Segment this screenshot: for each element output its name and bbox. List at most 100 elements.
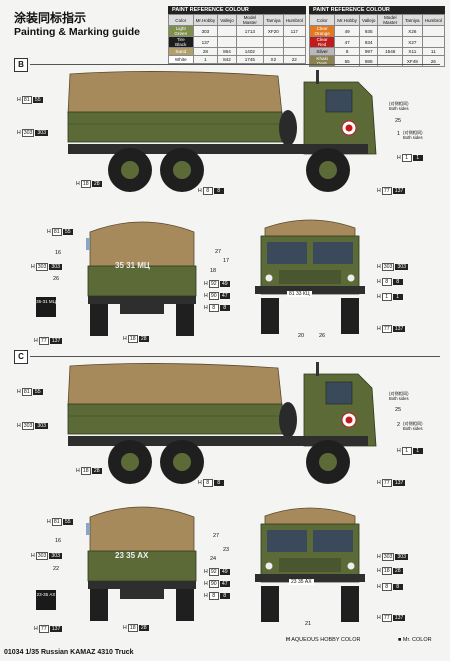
tag-dark: 137 (49, 626, 63, 632)
tag-code: 92 (208, 568, 219, 576)
col-mrhobby: Mr.Hobby (334, 14, 360, 26)
tag-code: 90 (208, 580, 219, 588)
tag-code: 18 (80, 180, 91, 188)
tag-code: 18 (381, 567, 392, 575)
vallejo-code (217, 36, 237, 48)
humbrol-code: 22 (282, 55, 307, 64)
decal-callout: 25 (395, 118, 402, 124)
tag-h: H (204, 593, 208, 599)
decal-callout: 17 (223, 258, 230, 264)
tag-h: H (377, 568, 381, 574)
tag-code: 1 (401, 447, 412, 455)
col-color: Color (168, 14, 194, 26)
color-name: Light Green (168, 25, 194, 37)
note-cn: (对侧相同) (403, 421, 423, 426)
tamiya-code: X26 (402, 25, 423, 37)
tag-h: H (377, 480, 381, 486)
decal-callout: 27 (215, 249, 222, 255)
tag-h: H (204, 569, 208, 575)
table-row: White 1 842 1745 X2 22 (168, 55, 307, 64)
rear-plate-c: 23 35 АХ (115, 551, 149, 560)
tag-h: H (377, 615, 381, 621)
tag-dark: 49 (219, 569, 230, 575)
section-c-divider (30, 356, 440, 357)
col-vallejo: Vallejo (358, 14, 379, 26)
tamiya-code: X27 (402, 36, 423, 48)
tag-code: 8 (202, 187, 213, 195)
tag-dark: 47 (219, 293, 230, 299)
tag-dark: 8 (213, 480, 224, 486)
tag-h: H (377, 326, 381, 332)
tag-dark: 137 (392, 480, 406, 486)
table-row: Clear Orange 49 935 X26 (308, 25, 446, 37)
tag-code: 77 (381, 187, 392, 195)
tag-h: H (123, 625, 127, 631)
tag-code: 1 (401, 154, 412, 162)
table-row: Sand 28 864 1402 (168, 47, 307, 56)
tag-h: H (47, 229, 51, 235)
humbrol-code: 11 (421, 47, 446, 56)
vallejo-code: 864 (217, 47, 237, 56)
note-en: Both sides (403, 426, 423, 431)
tag-h: H (377, 279, 381, 285)
note-cn: (对侧相同) (389, 101, 409, 106)
tag-dark: 137 (49, 338, 63, 344)
note-en: Both sides (389, 106, 409, 111)
tag-h: H (198, 188, 202, 194)
mm-code: 1745 (235, 55, 265, 64)
legend-h-label: H (286, 637, 290, 643)
tag-h: H (204, 305, 208, 311)
mrhobby-code: 137 (192, 36, 219, 48)
tag-dark: 303 (395, 264, 409, 270)
mrhobby-code: 28 (192, 47, 219, 56)
tag-dark: 28 (91, 468, 102, 474)
decal-callout: 2 (397, 422, 401, 428)
color-name: Tire Black (168, 36, 194, 48)
tag-code: 303 (35, 552, 49, 560)
paint-table-1: PAINT REFERENCE COLOUR Color Mr.Hobby Va… (168, 6, 307, 64)
decal-callout: 1 (397, 131, 401, 137)
tag-dark: 1 (412, 155, 423, 161)
note-en: Both sides (389, 396, 409, 401)
mrhobby-code: 8 (334, 47, 360, 56)
paint-table-2-grid: Color Mr.Hobby Vallejo Model Master Tami… (308, 14, 446, 67)
tag-dark: 8 (392, 584, 403, 590)
paint-table-1-header: PAINT REFERENCE COLOUR (168, 6, 306, 14)
color-name: Clear Red (308, 36, 336, 48)
footer-title: 01034 1/35 Russian KAMAZ 4310 Truck (4, 649, 134, 656)
col-mrhobby: Mr.Hobby (192, 14, 219, 26)
decal-callout: 16 (55, 250, 62, 256)
tag-h: H (204, 581, 208, 587)
tag-code: 77 (381, 614, 392, 622)
tag-dark: 303 (35, 423, 49, 429)
humbrol-code (282, 36, 307, 48)
tag-dark: 28 (91, 181, 102, 187)
mm-code: 1546 (377, 47, 404, 56)
both-sides-note-1: (对侧相同)Both sides (389, 101, 409, 111)
decal-callout: 20 (298, 333, 305, 339)
tag-dark: 55 (32, 389, 43, 395)
section-b-label: B (14, 58, 28, 72)
tag-dark: 137 (392, 188, 406, 194)
tag-code: 90 (208, 292, 219, 300)
truck-rear-view-c (86, 506, 197, 621)
humbrol-code (421, 25, 446, 37)
decal-callout: 25 (395, 407, 402, 413)
table-row: Clear Red 47 934 X27 (308, 36, 446, 48)
vallejo-code: 934 (358, 36, 379, 48)
color-name: Silver (308, 47, 336, 56)
legend-mrcolor: ■ Mr. COLOR (398, 637, 432, 643)
paint-table-2: PAINT REFERENCE COLOUR Color Mr.Hobby Va… (308, 6, 446, 67)
vallejo-code: 842 (217, 55, 237, 64)
